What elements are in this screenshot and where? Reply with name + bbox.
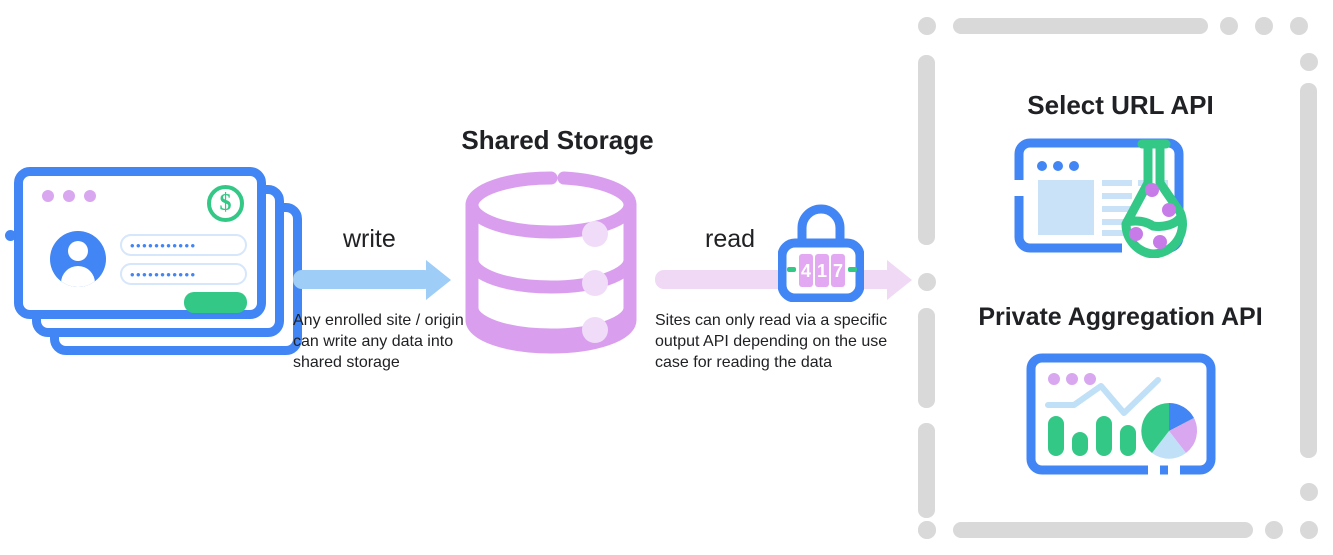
pie-chart [1141,402,1198,459]
dashboard-chart-icon [1026,353,1216,475]
submit-button[interactable] [184,292,247,313]
database-cylinder-icon [465,171,637,354]
panel-border-dot [1220,17,1238,35]
panel-border-dot [1300,53,1318,71]
line-chart [1045,377,1161,416]
read-caption: Sites can only read via a specific outpu… [655,312,888,371]
window-dot [42,190,54,202]
panel-border-dash [1300,83,1317,458]
lock-combination: 4 1 7 [801,261,843,281]
shared-storage-group: Shared Storage [455,125,660,355]
panel-border-dot [1265,521,1283,539]
panel-border-dot [918,521,936,539]
panel-border-dot [1255,17,1273,35]
bar-chart [1048,416,1136,456]
panel-border-dash [918,308,935,408]
private-aggregation-api-title: Private Aggregation API [978,303,1263,331]
panel-border-dot [918,17,936,35]
password-field[interactable]: ••••••••••• [120,263,247,285]
write-caption: Any enrolled site / origin can write any… [293,312,464,371]
panel-border-dash [953,18,1208,34]
panel-border-dash [918,423,935,518]
card-left-notch-dot [5,230,16,241]
avatar-head [68,241,88,261]
avatar-body [61,266,95,287]
write-flow: write Any enrolled site / origin can wri… [293,225,468,400]
write-label: write [343,225,396,253]
database-indicator-dot [582,317,608,343]
source-site-card-front: $ ••••••••••• ••••••••••• [14,167,266,319]
browser-flask-icon [1014,138,1187,258]
window-dot [84,190,96,202]
svg-text:4: 4 [801,261,811,281]
select-url-api-title: Select URL API [1027,90,1214,120]
browser-window-dots [1037,161,1079,171]
lock-dials [799,254,845,287]
write-arrow-head [426,260,451,300]
username-field[interactable]: ••••••••••• [120,234,247,256]
panel-border-dot [1300,521,1318,539]
output-apis-panel: Select URL API [918,8,1323,548]
read-arrow-head [887,260,912,300]
write-arrow-shaft [293,270,433,289]
window-dot [63,190,75,202]
database-indicator-dot [582,270,608,296]
read-label: read [705,225,756,253]
panel-border-dot [918,273,936,291]
source-sites-card-stack: $ ••••••••••• ••••••••••• [5,167,304,367]
dollar-icon: $ [207,185,244,222]
database-indicator-dot [582,221,608,247]
svg-text:7: 7 [833,261,843,281]
window-dots [42,190,96,202]
panel-border-dash [918,55,935,245]
panel-border-dash [953,522,1253,538]
window-dots [1048,373,1096,385]
content-block [1038,180,1094,235]
flask-particles [1129,183,1176,249]
avatar [50,231,106,287]
panel-border-dot [1290,17,1308,35]
lock-icon: 4 1 7 [778,204,864,302]
svg-text:1: 1 [817,261,827,281]
shared-storage-title: Shared Storage [461,125,654,155]
panel-border-dot [1300,483,1318,501]
